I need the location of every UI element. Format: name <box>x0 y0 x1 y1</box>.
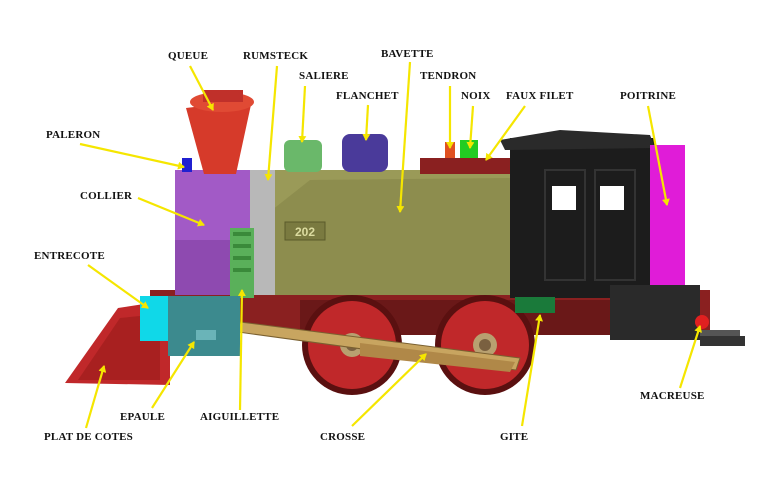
label-rumsteck: RUMSTECK <box>243 50 308 62</box>
label-saliere: SALIERE <box>299 70 349 82</box>
gite-part <box>515 297 555 313</box>
label-epaule: EPAULE <box>120 411 165 423</box>
label-flanchet: FLANCHET <box>336 90 399 102</box>
label-noix: NOIX <box>461 90 491 102</box>
aiguillette-pillar <box>230 228 254 298</box>
label-bavette: BAVETTE <box>381 48 434 60</box>
poitrine-tank <box>650 145 685 290</box>
label-plat-de-cotes: PLAT DE COTES <box>44 431 133 443</box>
label-aiguillette: AIGUILLETTE <box>200 411 279 423</box>
label-gite: GITE <box>500 431 528 443</box>
label-poitrine: POITRINE <box>620 90 676 102</box>
arrow-rumsteck <box>268 66 277 180</box>
label-tendron: TENDRON <box>420 70 476 82</box>
plate-number: 202 <box>295 225 315 239</box>
paleron-part <box>182 158 192 172</box>
label-macreuse: MACREUSE <box>640 390 705 402</box>
label-crosse: CROSSE <box>320 431 365 443</box>
faux-filet-part <box>420 158 510 174</box>
label-queue: QUEUE <box>168 50 208 62</box>
epaule-block <box>168 296 240 356</box>
label-entrecote: ENTRECOTE <box>34 250 105 262</box>
label-faux-filet: FAUX FILET <box>506 90 574 102</box>
label-paleron: PALERON <box>46 129 100 141</box>
macreuse-part <box>695 315 709 329</box>
arrow-entrecote <box>88 265 148 308</box>
saliere-dome <box>284 140 322 172</box>
cab <box>510 138 655 298</box>
arrow-paleron <box>80 144 184 167</box>
label-collier: COLLIER <box>80 190 132 202</box>
arrow-saliere <box>302 86 305 142</box>
